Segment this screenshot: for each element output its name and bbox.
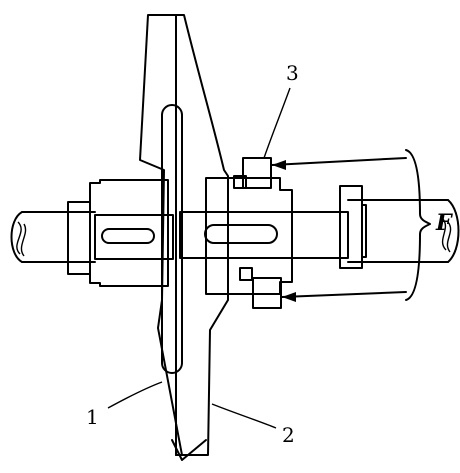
force-indicator	[271, 149, 431, 302]
center-pin	[161, 104, 183, 374]
left-shaft	[10, 211, 96, 263]
leader-line-2	[211, 403, 277, 429]
right-shaft	[339, 185, 460, 269]
shaft-collar	[339, 185, 363, 269]
label-part-2: 2	[282, 423, 295, 447]
leader-line-3	[263, 87, 291, 159]
right-hub	[179, 177, 349, 295]
label-part-1: 1	[86, 405, 99, 429]
label-part-3: 3	[286, 61, 299, 85]
label-force: F	[435, 210, 453, 236]
left-hub	[67, 179, 174, 287]
leader-line-1	[107, 381, 163, 409]
sliding-collar-3	[233, 157, 282, 309]
disk-2	[175, 14, 229, 456]
